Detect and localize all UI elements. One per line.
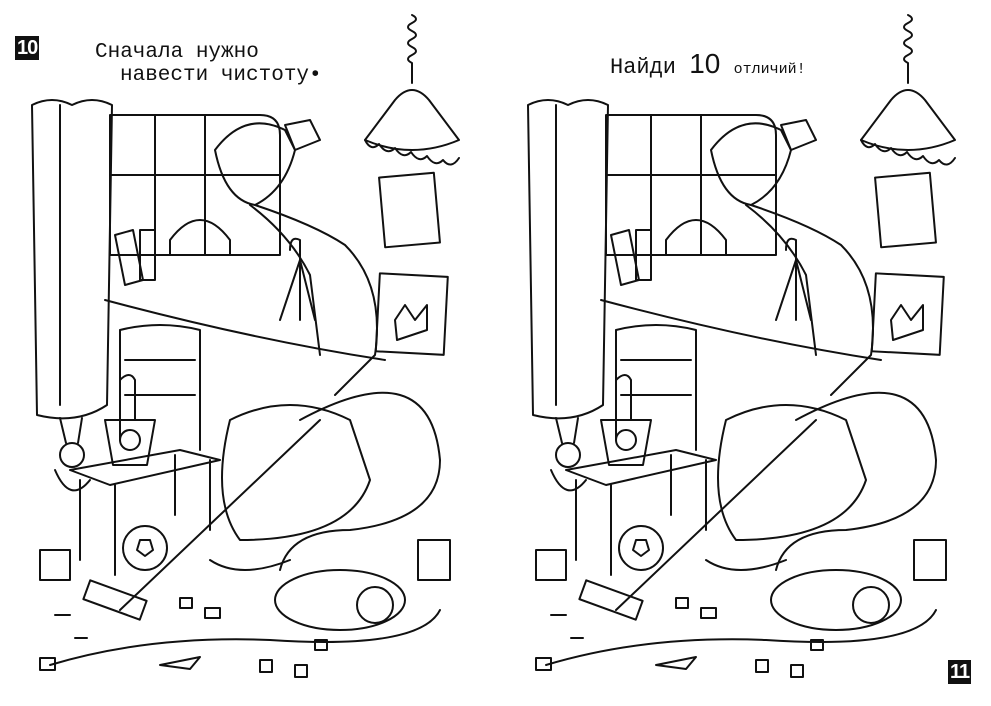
right-page: Найди 10 отличий! 11 bbox=[496, 0, 991, 706]
page-title-line1: Сначала нужно bbox=[95, 41, 259, 64]
title-part1: Найди bbox=[610, 55, 677, 80]
title-number: 10 bbox=[689, 48, 721, 79]
page-number: 11 bbox=[948, 660, 972, 684]
page-title-line2: навести чистоту• bbox=[120, 64, 322, 87]
page-title: Найди 10 отличий! bbox=[610, 48, 806, 80]
page-number: 10 bbox=[15, 36, 40, 60]
title-part2: отличий! bbox=[733, 61, 806, 78]
coloring-illustration-right bbox=[496, 0, 991, 706]
left-page: 10 Сначала нужно навести чистоту• bbox=[0, 0, 495, 706]
coloring-illustration-left bbox=[0, 0, 495, 706]
